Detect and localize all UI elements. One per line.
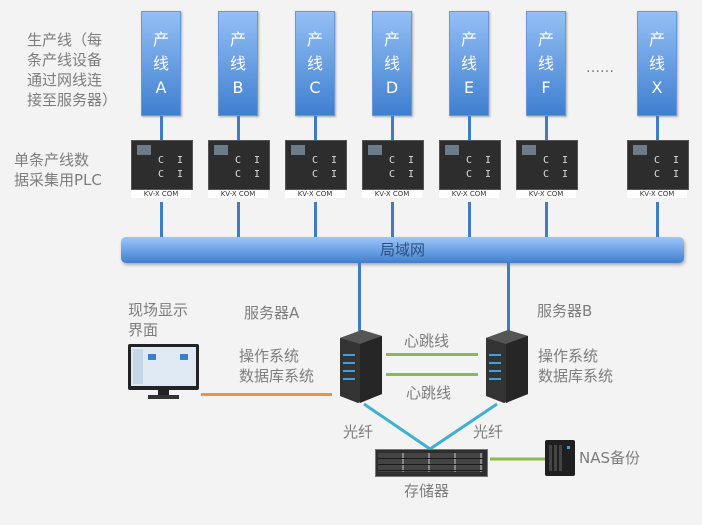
production-line-id: F [541,77,551,97]
ellipsis: …… [586,60,614,76]
fiber-link-b [429,402,498,451]
production-line-prefix: 产 线 [460,29,477,73]
lan-to-server-a [358,263,361,331]
production-line-id: B [232,77,244,97]
production-line-x: 产 线 X [637,11,677,116]
display-link [201,393,332,396]
production-line-prefix: 产 线 [537,29,554,73]
production-line-id: C [309,77,321,97]
line-to-plc [391,116,394,140]
production-line-id: X [651,77,663,97]
server-a-label: 服务器A [244,304,300,322]
heartbeat-line-top [386,353,478,356]
storage-icon [375,449,488,477]
production-line-id: A [155,77,167,97]
plc-to-lan [391,202,394,237]
production-line-f: 产 线 F [526,11,566,116]
plc-model-label: KV-X COM [131,190,191,198]
storage-label: 存储器 [404,482,450,500]
server-b-icon [478,328,530,404]
production-line-d: 产 线 D [372,11,412,116]
lan-label: 局域网 [379,241,425,259]
plc-to-lan [160,202,163,237]
production-lines-description: 生产线（每 条产线设备 通过网线连 接至服务器） [27,31,118,109]
display-label: 现场显示 界面 [128,301,189,339]
production-line-a: 产 线 A [141,11,181,116]
plc-model-label: KV-X COM [516,190,576,198]
plc-model-label: KV-X COM [362,190,422,198]
line-to-plc [237,116,240,140]
lan-to-server-b [507,263,510,331]
production-line-prefix: 产 线 [152,29,169,73]
fiber-label-left: 光纤 [343,423,374,441]
line-to-plc [468,116,471,140]
production-line-prefix: 产 线 [229,29,246,73]
plc-model-label: KV-X COM [285,190,345,198]
plc-to-lan [237,202,240,237]
line-to-plc [160,116,163,140]
heartbeat-line-bottom [386,373,478,376]
fiber-label-right: 光纤 [473,423,504,441]
production-line-id: E [463,77,475,97]
lan-bus: 局域网 [121,237,684,263]
plc-model-label: KV-X COM [208,190,268,198]
production-line-id: D [385,77,399,97]
production-line-prefix: 产 线 [306,29,323,73]
plc-model-label: KV-X COM [627,190,687,198]
production-line-prefix: 产 线 [648,29,665,73]
server-b-systems: 操作系统 数据库系统 [538,347,614,385]
line-to-plc [314,116,317,140]
plc-model-label: KV-X COM [439,190,499,198]
nas-label: NAS备份 [579,449,641,467]
nas-icon [545,440,575,476]
production-line-prefix: 产 线 [383,29,400,73]
production-line-e: 产 线 E [449,11,489,116]
fiber-link-a [363,402,431,451]
plc-description: 单条产线数 据采集用PLC [14,151,102,189]
plc-to-lan [656,202,659,237]
server-a-systems: 操作系统 数据库系统 [239,347,315,385]
heartbeat-label-bottom: 心跳线 [406,384,452,402]
plc-to-lan [314,202,317,237]
server-a-icon [332,328,384,404]
plc-to-lan [468,202,471,237]
heartbeat-label-top: 心跳线 [404,332,450,350]
plc-to-lan [545,202,548,237]
line-to-plc [545,116,548,140]
server-b-label: 服务器B [537,302,593,320]
display-monitor-icon [128,344,199,400]
production-line-b: 产 线 B [218,11,258,116]
production-line-c: 产 线 C [295,11,335,116]
line-to-plc [656,116,659,140]
